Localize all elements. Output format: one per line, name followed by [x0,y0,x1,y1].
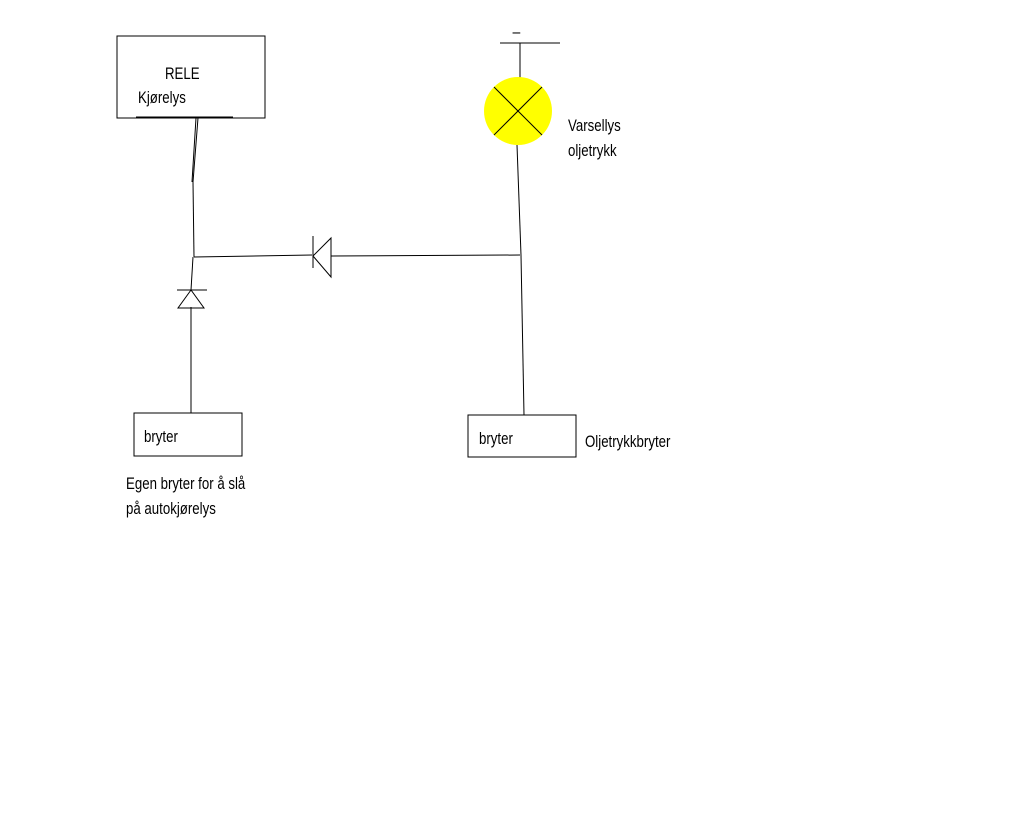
diode-vertical [177,289,207,309]
warning-lamp-label-line1: Varsellys [568,117,621,136]
relay-subtitle: Kjørelys [138,89,186,108]
relay-box: RELE Kjørelys [116,35,266,119]
switch-left: bryter [133,412,243,457]
ground-mark: _ [512,16,521,35]
diode-horizontal [312,236,332,279]
warning-lamp-icon [484,77,552,145]
switch-left-note-line1: Egen bryter for å slå [126,475,246,494]
relay-wire [191,117,199,258]
relay-title: RELE [165,65,200,84]
left-branch-wire [190,256,194,413]
ground-symbol: _ [500,16,560,80]
switch-right: bryter [467,414,577,458]
warning-lamp-label-line2: oljetrykk [568,142,617,161]
switch-right-name: Oljetrykkbryter [585,433,670,452]
switch-left-label: bryter [144,428,178,447]
switch-right-label: bryter [479,430,513,449]
horizontal-wire [193,254,521,258]
right-branch-wire [516,144,525,416]
switch-left-note-line2: på autokjørelys [126,500,216,519]
